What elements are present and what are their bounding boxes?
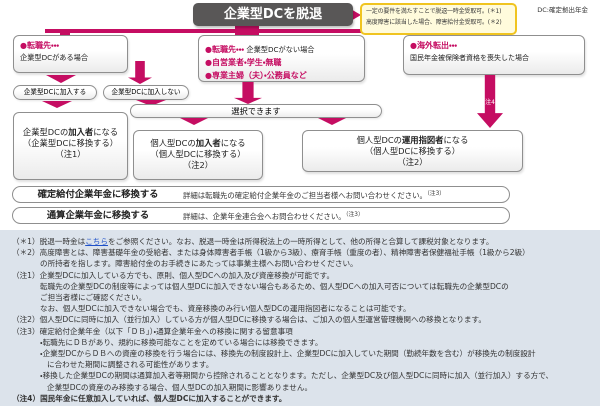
row-tsusan-label: 通算企業年金に移換する bbox=[46, 210, 150, 221]
down-arrow-icon bbox=[128, 61, 152, 84]
branch-box-moving-abroad: ●海外転出・・・ 国民年金被保険者資格を喪失した場合 bbox=[403, 35, 585, 75]
branch-middle-line2: ●自営業者・学生・無職 bbox=[205, 58, 282, 67]
lump-sum-note: 一定の要件を満たすことで脱退一時金受取可。(＊1) 高度障害に該当した場合、障害… bbox=[360, 3, 517, 35]
branch-right-desc: 国民年金被保険者資格を喪失した場合 bbox=[410, 54, 529, 62]
dc-abbreviation-legend: DC:確定拠出年金 bbox=[537, 6, 588, 14]
result-corporate-dc-member: 企業型DCの加入者になる （企業型DCに移換する） （注1） bbox=[13, 112, 128, 180]
down-arrow-note4-icon: （注4） bbox=[477, 75, 503, 128]
select-available-label: 選択できます bbox=[130, 104, 382, 118]
footnote-line: ・転職先にＤＢがあり、規約に移換可能なことを定めている場合には移換できます。 bbox=[40, 337, 323, 347]
footnote-line: の所持者を指します。障害給付金のお手続きにあたっては事業主様へお問い合わせくださ… bbox=[40, 259, 358, 269]
result-individual-dc-instructor: 個人型DCの運用指図者になる （個人型DCに移換する） （注2） bbox=[302, 130, 523, 172]
note4-arrow-label: （注4） bbox=[479, 99, 501, 106]
footnotes: （＊1）脱退一時金はこちらをご参照ください。なお、脱退一時金は所得税法上の一時所… bbox=[0, 230, 600, 404]
down-arrow-icon bbox=[46, 75, 76, 83]
down-arrow-icon bbox=[136, 100, 166, 106]
footnote-line: なお、個人型DCに加入できない場合でも、資産移換のみ行い個人型DCの運用指図者に… bbox=[40, 304, 411, 314]
branch-middle-bullet: ●転職先・・・ bbox=[205, 45, 245, 54]
footnote-line: （注4）国民年金に任意加入していれば、個人型DCに加入することができます。 bbox=[12, 393, 287, 403]
footnote-line: ご担当者様にご確認ください。 bbox=[40, 293, 147, 303]
option-join-corporate-dc: 企業型DCに加入する bbox=[13, 85, 97, 100]
flow-title: 企業型DCを脱退 bbox=[193, 3, 353, 26]
row-tsusan-desc: 詳細は、企業年金連合会へお問合わせください。（注3） bbox=[183, 212, 364, 221]
branch-box-new-employer-with-dc: ●転職先・・・ 企業型DCがある場合 bbox=[13, 35, 128, 73]
footnote-panel: （＊1）脱退一時金はこちらをご参照ください。なお、脱退一時金は所得税法上の一時所… bbox=[0, 230, 600, 406]
row-db-transfer: 確定給付企業年金に移換する 詳細は転職先の確定給付企業年金のご担当者様へお問い合… bbox=[12, 186, 510, 203]
row-db-label: 確定給付企業年金に移換する bbox=[37, 189, 159, 200]
kochira-link[interactable]: こちら bbox=[85, 237, 108, 246]
left-branch-stub bbox=[60, 29, 70, 36]
title-connector bbox=[235, 23, 259, 35]
footnote-line: （注2）個人型DCに同時に加入（並行加入）している方が個人型DCに移換する場合は… bbox=[12, 315, 486, 325]
branch-connector-bar bbox=[45, 29, 500, 33]
footnote-line: （＊2）高度障害とは、障害基礎年金の受給者、または身体障害者手帳（1級から3級）… bbox=[12, 248, 530, 258]
footnote-line: ・移換した企業型DCの期間は通算加入者等期間から控除されることとなります。ただし… bbox=[40, 371, 554, 381]
footnote-line: ・企業型DCからＤＢへの資産の移換を行う場合には、移換先の制度設計上、企業型DC… bbox=[40, 349, 536, 359]
down-arrow-icon bbox=[42, 101, 72, 108]
branch-middle-line3: ●専業主婦（夫）・公務員など bbox=[205, 71, 307, 80]
down-arrow-icon bbox=[180, 118, 208, 125]
branch-left-bullet: ●転職先・・・ bbox=[20, 41, 60, 50]
footnote-line: に合わせた期間に調整される可能性があります。 bbox=[47, 360, 214, 370]
branch-left-desc: 企業型DCがある場合 bbox=[20, 53, 89, 62]
option-not-join-corporate-dc: 企業型DCに加入しない bbox=[103, 85, 189, 100]
row-tsusan-transfer: 通算企業年金に移換する 詳細は、企業年金連合会へお問合わせください。（注3） bbox=[12, 207, 510, 224]
branch-box-no-corporate-dc: ●転職先・・・ 企業型DCがない場合 ●自営業者・学生・無職 ●専業主婦（夫）・… bbox=[198, 35, 365, 82]
branch-middle-line1-rest: 企業型DCがない場合 bbox=[244, 45, 315, 54]
footnote-line: 企業型DCの資産のみ移換する場合、個人型DCの加入期間に影響ありません。 bbox=[47, 382, 313, 392]
footnote-line: 転職先の企業型DCの制度等によっては個人型DCに加入できない場合もあるため、個人… bbox=[40, 281, 509, 291]
down-arrow-icon bbox=[234, 82, 262, 104]
footnote-line: （注1）企業型DCに加入している方でも、原則、個人型DCへの加入及び資産移換が可… bbox=[12, 270, 335, 280]
note-line-1: 一定の要件を満たすことで脱退一時金受取可。(＊1) bbox=[366, 8, 502, 15]
footnote-line: （注3）確定給付企業年金（以下「ＤＢ」）・通算企業年金への移換に関する留意事項 bbox=[12, 326, 293, 336]
note-line-2: 高度障害に該当した場合、障害給付金受取可。(＊2) bbox=[366, 19, 502, 26]
footnote-line: （＊1）脱退一時金はこちらをご参照ください。なお、脱退一時金は所得税法上の一時所… bbox=[12, 237, 494, 246]
result-individual-dc-member: 個人型DCの加入者になる （個人型DCに移換する） （注2） bbox=[133, 130, 263, 180]
down-arrow-icon bbox=[318, 118, 346, 125]
row-db-desc: 詳細は転職先の確定給付企業年金のご担当者様へお問い合わせください。（注3） bbox=[183, 191, 446, 200]
branch-right-bullet: ●海外転出・・・ bbox=[410, 41, 458, 50]
